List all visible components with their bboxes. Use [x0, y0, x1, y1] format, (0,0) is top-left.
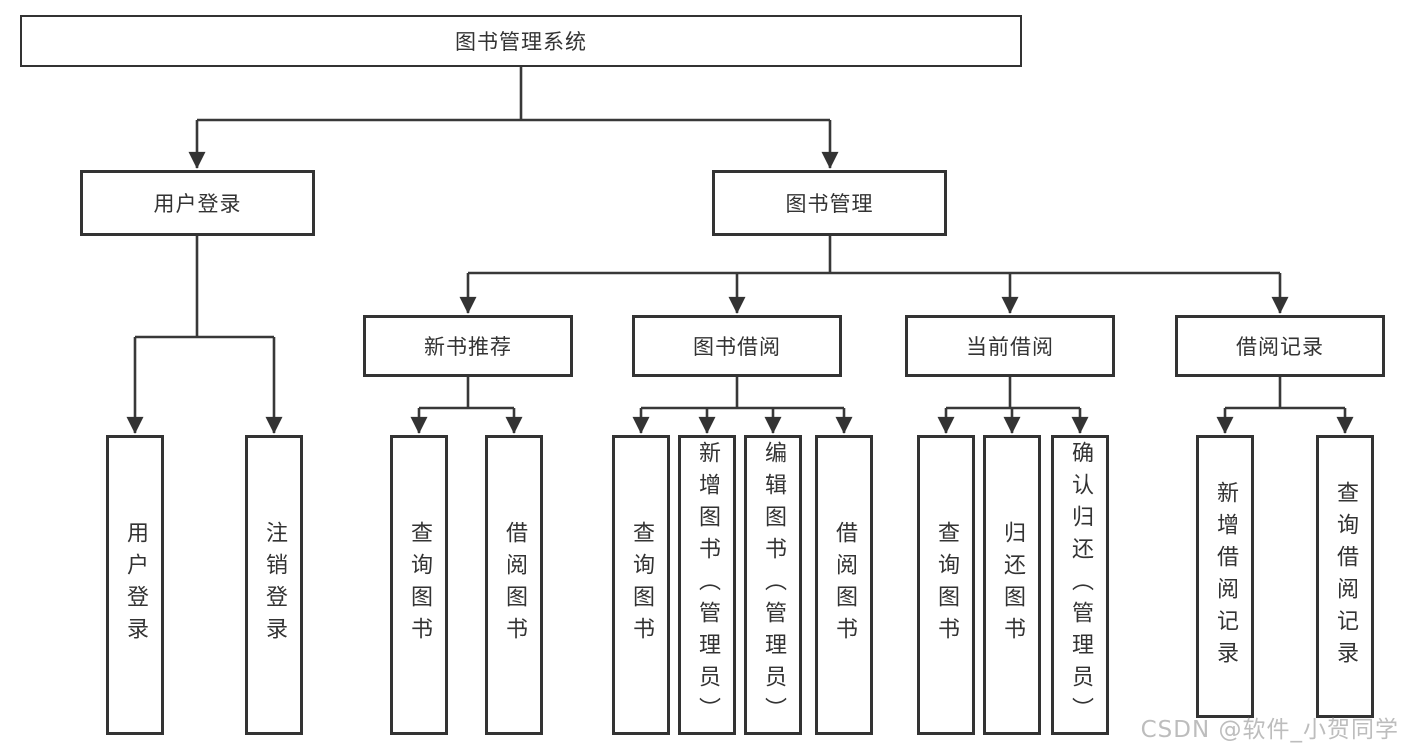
node-current-borrowing: 当前借阅 [905, 315, 1115, 377]
leaf-confirm-return-admin-label: 确认归还（管理员） [1068, 441, 1093, 729]
leaf-query-books-3-label: 查询图书 [934, 521, 959, 649]
leaf-borrow-books-2: 借阅图书 [815, 435, 873, 735]
leaf-query-books-3: 查询图书 [917, 435, 975, 735]
leaf-user-login: 用户登录 [106, 435, 164, 735]
leaf-query-books-1-label: 查询图书 [407, 521, 432, 649]
node-borrowing-records: 借阅记录 [1175, 315, 1385, 377]
leaf-borrow-books-1-label: 借阅图书 [502, 521, 527, 649]
node-new-book-recommend-label: 新书推荐 [424, 335, 512, 359]
leaf-edit-book-admin: 编辑图书（管理员） [744, 435, 802, 735]
leaf-add-book-admin-label: 新增图书（管理员） [695, 441, 720, 729]
leaf-edit-book-admin-label: 编辑图书（管理员） [761, 441, 786, 729]
leaf-user-login-label: 用户登录 [123, 521, 148, 649]
leaf-borrow-books-1: 借阅图书 [485, 435, 543, 735]
leaf-add-book-admin: 新增图书（管理员） [678, 435, 736, 735]
leaf-return-books: 归还图书 [983, 435, 1041, 735]
leaf-query-books-1: 查询图书 [390, 435, 448, 735]
leaf-logout: 注销登录 [245, 435, 303, 735]
leaf-logout-label: 注销登录 [262, 521, 287, 649]
node-book-borrowing-label: 图书借阅 [693, 335, 781, 359]
node-root: 图书管理系统 [20, 15, 1022, 67]
node-user-login-label: 用户登录 [153, 192, 242, 216]
node-book-management: 图书管理 [712, 170, 947, 236]
leaf-query-books-2: 查询图书 [612, 435, 670, 735]
node-borrowing-records-label: 借阅记录 [1236, 335, 1324, 359]
leaf-query-books-2-label: 查询图书 [629, 521, 654, 649]
leaf-return-books-label: 归还图书 [1000, 521, 1025, 649]
leaf-add-borrow-record: 新增借阅记录 [1196, 435, 1254, 718]
node-new-book-recommend: 新书推荐 [363, 315, 573, 377]
leaf-query-borrow-record: 查询借阅记录 [1316, 435, 1374, 718]
watermark: CSDN @软件_小贺同学 [1140, 717, 1399, 743]
node-root-label: 图书管理系统 [455, 30, 587, 54]
leaf-borrow-books-2-label: 借阅图书 [832, 521, 857, 649]
node-book-management-label: 图书管理 [785, 192, 874, 216]
leaf-query-borrow-record-label: 查询借阅记录 [1333, 480, 1358, 673]
leaf-add-borrow-record-label: 新增借阅记录 [1213, 480, 1238, 673]
node-current-borrowing-label: 当前借阅 [966, 335, 1054, 359]
node-user-login: 用户登录 [80, 170, 315, 236]
leaf-confirm-return-admin: 确认归还（管理员） [1051, 435, 1109, 735]
node-book-borrowing: 图书借阅 [632, 315, 842, 377]
